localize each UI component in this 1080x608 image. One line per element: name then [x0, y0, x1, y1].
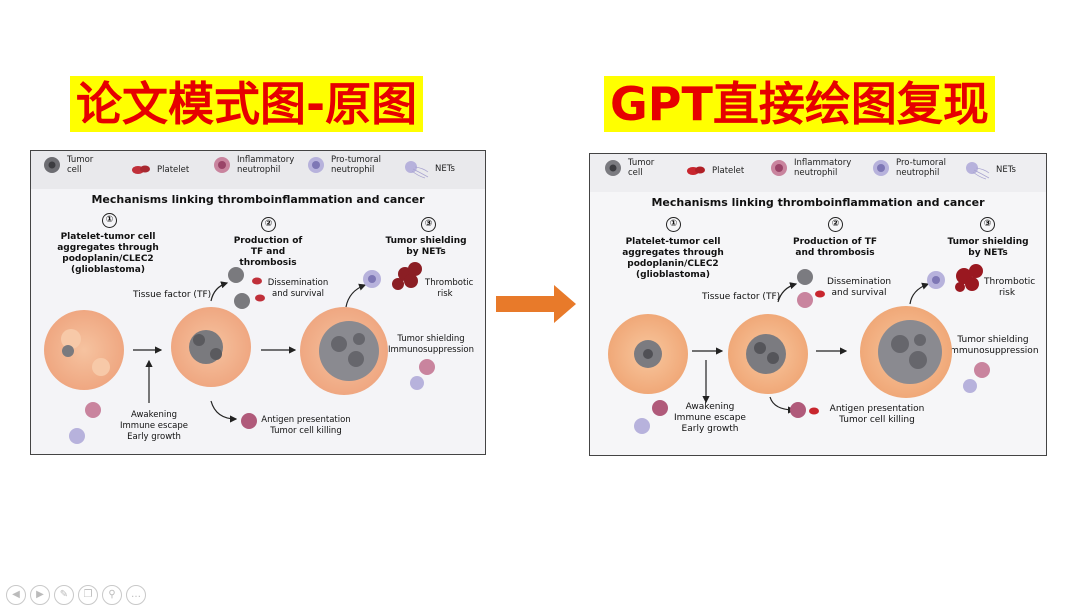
- tissue-factor-label: Tissue factor (TF): [133, 290, 212, 300]
- step-1-title-r: Platelet-tumor cell aggregates through p…: [622, 237, 724, 280]
- reproduced-figure-panel: Tumor cell Platelet Inflammatory neutrop…: [589, 153, 1047, 456]
- nets-icon: [405, 161, 429, 179]
- next-icon[interactable]: ▶: [30, 585, 50, 605]
- more-icon[interactable]: …: [126, 585, 146, 605]
- tumor-cell-icon: [44, 157, 60, 173]
- diagram-area-reproduced: Mechanisms linking thromboinflammation a…: [590, 192, 1046, 455]
- zoom-icon[interactable]: ⚲: [102, 585, 122, 605]
- legend-bar-reproduced: Tumor cell Platelet Inflammatory neutrop…: [590, 154, 1046, 193]
- right-title: GPT直接绘图复现: [604, 76, 995, 132]
- diagram-heading: Mechanisms linking thromboinflammation a…: [91, 193, 425, 206]
- step-2-title-r: Production of TF and thrombosis: [792, 237, 878, 258]
- dissemination-label: Dissemination and survival: [267, 278, 329, 299]
- step-1-title: Platelet-tumor cell aggregates through p…: [57, 232, 159, 275]
- inflammatory-neutrophil-icon: [771, 160, 787, 176]
- step-2-number: ②: [261, 217, 276, 232]
- thrombotic-risk-label: Thrombotic risk: [425, 278, 474, 299]
- tumor-shielding-label: Tumor shielding Immunosuppression: [388, 334, 474, 355]
- tumor-cell-icon: [605, 160, 621, 176]
- platelet-icon: [132, 165, 150, 174]
- tumor-mass-3: [300, 307, 388, 395]
- legend-nets-r: NETs: [964, 160, 1016, 180]
- tumor-mass-2: [171, 307, 251, 387]
- left-title: 论文模式图-原图: [70, 76, 424, 132]
- step-1-number: ①: [102, 213, 117, 228]
- nets-icon: [966, 162, 990, 180]
- platelet-icon: [687, 166, 705, 175]
- diagram-illustration: [44, 262, 435, 444]
- step-3-number: ③: [421, 217, 436, 232]
- step-1-number-r: ①: [666, 217, 681, 232]
- legend-tumor-cell-r: Tumor cell: [604, 158, 658, 178]
- antigen-label-r: Antigen presentation Tumor cell killing: [829, 404, 925, 425]
- presentation-toolbar: ◀ ▶ ✎ ❐ ⚲ …: [6, 585, 146, 605]
- legend-pro-tumoral-neutrophil-r: Pro-tumoral neutrophil: [872, 158, 952, 178]
- tumor-mass-3-r: [860, 306, 952, 398]
- legend-inflammatory-neutrophil: Inflammatory neutrophil: [213, 155, 299, 175]
- tissue-factor-label-r: Tissue factor (TF): [702, 292, 781, 302]
- prev-icon[interactable]: ◀: [6, 585, 26, 605]
- legend-pro-tumoral-neutrophil: Pro-tumoral neutrophil: [307, 155, 383, 175]
- diagram-heading-r: Mechanisms linking thromboinflammation a…: [651, 196, 985, 209]
- tumor-shielding-label-r: Tumor shielding Immunosuppression: [947, 335, 1039, 356]
- tumor-mass-1: [44, 310, 124, 390]
- step-2-title: Production of TF and thrombosis: [233, 236, 303, 268]
- step-3-number-r: ③: [980, 217, 995, 232]
- original-figure-panel: Tumor cell Platelet Inflammatory neutrop…: [30, 150, 486, 455]
- legend-bar: Tumor cell Platelet Inflammatory neutrop…: [31, 151, 485, 190]
- pro-tumoral-neutrophil-icon: [873, 160, 889, 176]
- legend-nets: NETs: [403, 159, 455, 179]
- tumor-mass-2-r: [728, 314, 808, 394]
- diagram-illustration-reproduced: [608, 264, 990, 434]
- tumor-mass-1-r: [608, 314, 688, 394]
- transition-arrow: [496, 285, 576, 323]
- dissemination-label-r: Dissemination and survival: [826, 277, 892, 298]
- step-3-title-r: Tumor shielding by NETs: [947, 237, 1029, 258]
- pen-icon[interactable]: ✎: [54, 585, 74, 605]
- awakening-label: Awakening Immune escape Early growth: [120, 410, 188, 442]
- legend-tumor-cell: Tumor cell: [43, 155, 97, 175]
- awakening-label-r: Awakening Immune escape Early growth: [674, 402, 746, 434]
- inflammatory-neutrophil-icon: [214, 157, 230, 173]
- legend-inflammatory-neutrophil-r: Inflammatory neutrophil: [770, 158, 856, 178]
- copy-icon[interactable]: ❐: [78, 585, 98, 605]
- pro-tumoral-neutrophil-icon: [308, 157, 324, 173]
- step-2-number-r: ②: [828, 217, 843, 232]
- legend-platelet-r: Platelet: [686, 164, 744, 178]
- antigen-label: Antigen presentation Tumor cell killing: [261, 415, 351, 436]
- thrombotic-risk-label-r: Thrombotic risk: [984, 277, 1036, 298]
- legend-platelet: Platelet: [131, 163, 189, 177]
- diagram-area: Mechanisms linking thromboinflammation a…: [31, 189, 485, 454]
- step-3-title: Tumor shielding by NETs: [385, 236, 467, 257]
